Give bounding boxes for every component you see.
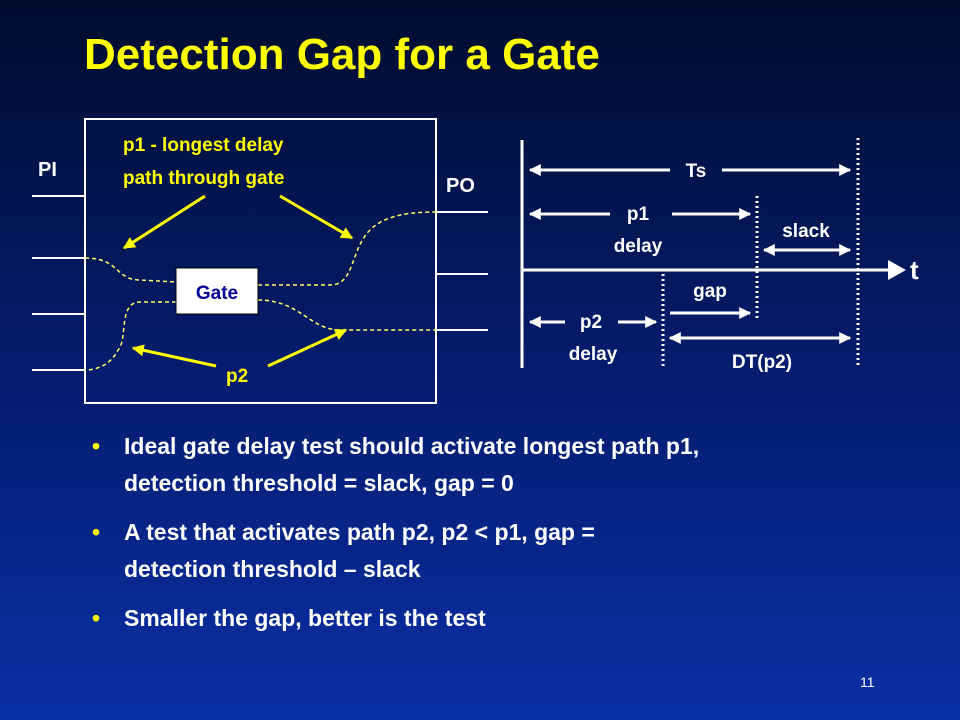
bullet-dot: • bbox=[92, 519, 101, 545]
bullet-line1: Smaller the gap, better is the test bbox=[124, 605, 486, 631]
time-axis-arrowhead bbox=[888, 260, 906, 280]
p1-pointer-arrow-left bbox=[122, 194, 206, 250]
p1-pointer-arrow-right bbox=[279, 194, 354, 240]
bullet-line2: detection threshold – slack bbox=[124, 556, 421, 582]
bullet-dot: • bbox=[92, 433, 101, 459]
gate-label: Gate bbox=[196, 283, 238, 304]
p1-path-out bbox=[258, 211, 437, 286]
bullet-list: • Ideal gate delay test should activate … bbox=[92, 428, 942, 649]
p2-path-out bbox=[257, 299, 436, 331]
p2-delay-label-line1: p2 bbox=[580, 312, 602, 333]
dt-p2-label: DT(p2) bbox=[732, 352, 792, 373]
gate-box bbox=[175, 267, 259, 315]
po-output-lines bbox=[436, 211, 488, 331]
p1-delay-label-line2: delay bbox=[614, 236, 663, 257]
gap-label: gap bbox=[693, 281, 727, 302]
time-axis-label: t bbox=[910, 255, 919, 285]
circuit-boundary bbox=[84, 118, 437, 404]
p2-pointer-arrow-left bbox=[131, 344, 217, 368]
bullet-dot: • bbox=[92, 605, 101, 631]
timing-diagram: t Ts p1 delay slack gap p2 delay DT(p2) bbox=[520, 138, 919, 373]
p2-path-in bbox=[84, 301, 176, 371]
bullet-item: • Smaller the gap, better is the test bbox=[92, 600, 942, 637]
bullet-line1: A test that activates path p2, p2 < p1, … bbox=[124, 519, 595, 545]
bullet-item: • Ideal gate delay test should activate … bbox=[92, 428, 942, 502]
slide-title: Detection Gap for a Gate bbox=[84, 30, 600, 79]
pi-input-lines bbox=[32, 195, 85, 371]
p2-pointer-arrow-right bbox=[267, 328, 348, 368]
bullet-line2: detection threshold = slack, gap = 0 bbox=[124, 470, 514, 496]
p1-label-line1: p1 - longest delay bbox=[123, 135, 284, 156]
bullet-item: • A test that activates path p2, p2 < p1… bbox=[92, 514, 942, 588]
ts-label: Ts bbox=[686, 161, 707, 182]
slack-label: slack bbox=[782, 221, 830, 242]
page-number: 11 bbox=[860, 674, 875, 690]
po-label: PO bbox=[446, 175, 475, 197]
p1-delay-label-line1: p1 bbox=[627, 204, 650, 225]
p1-path-in bbox=[84, 257, 177, 283]
pi-label: PI bbox=[38, 159, 57, 181]
bullet-line1: Ideal gate delay test should activate lo… bbox=[124, 433, 700, 459]
p2-delay-label-line2: delay bbox=[569, 344, 618, 365]
p1-label-line2: path through gate bbox=[123, 168, 284, 189]
circuit-block: Gate PI PO p1 - longest delay path throu… bbox=[32, 118, 488, 404]
p2-label: p2 bbox=[226, 366, 248, 387]
